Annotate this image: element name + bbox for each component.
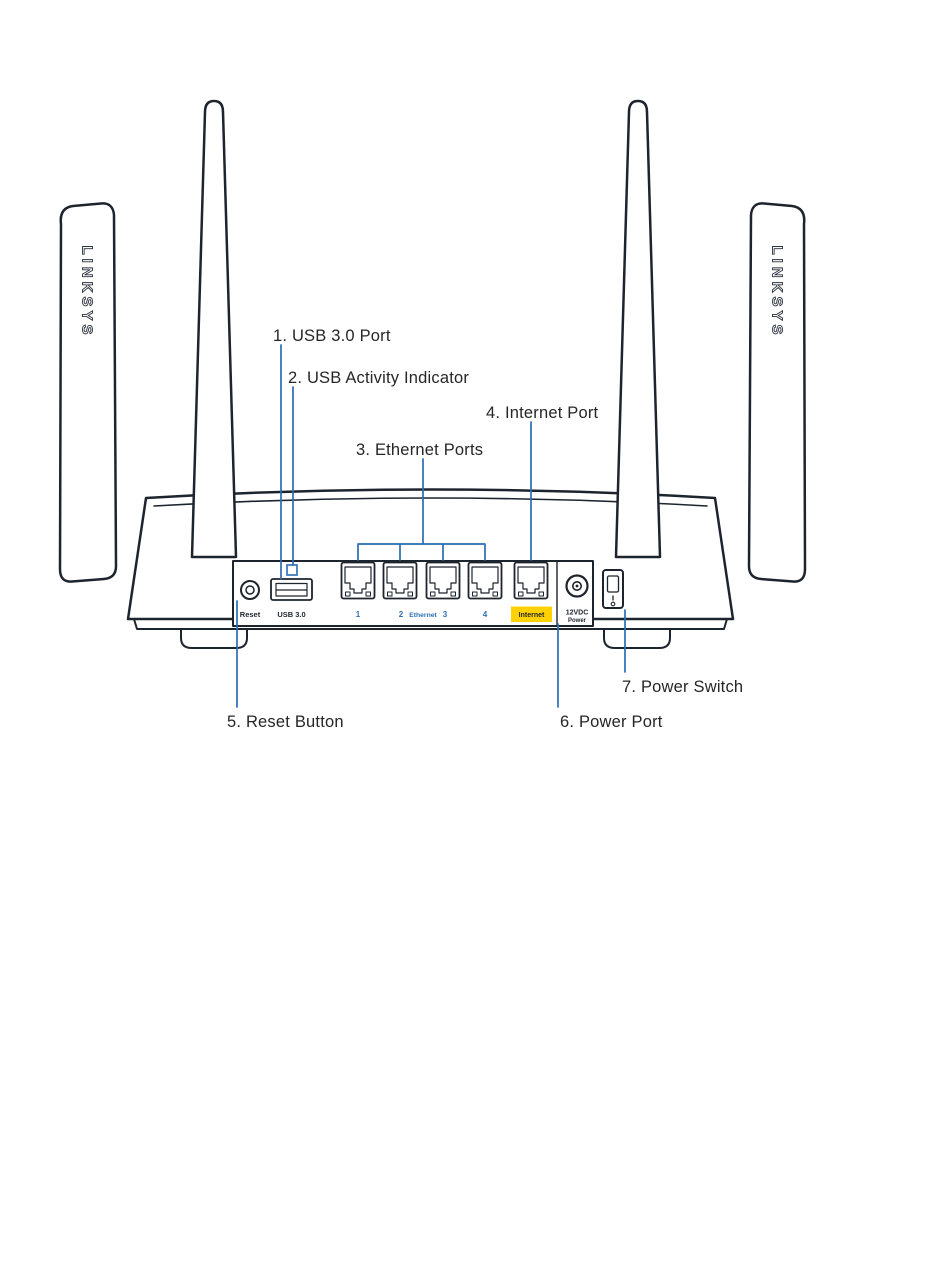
power-voltage-label: 12VDC [566,610,589,617]
ethernet-word-label: Ethernet [409,612,437,619]
internet-label-band [511,606,552,622]
antenna-right-outer: LINKSYS [747,202,807,583]
port-panel: Reset USB 3.0 1 2 Ethernet 3 4 [232,560,594,627]
antenna-left-inner [190,99,238,559]
callout-usb-port: 1. USB 3.0 Port [273,327,391,345]
usb-label: USB 3.0 [277,610,305,619]
ethernet-port-2 [382,561,418,600]
ethernet-ports: 1 2 Ethernet 3 4 [340,561,503,619]
router-foot-left [180,628,248,649]
ethernet-port-4 [467,561,503,600]
linksys-logo-right: LINKSYS [769,245,786,338]
callout-power-port: 6. Power Port [560,713,663,731]
antenna-right-inner [614,99,662,559]
callout-leader-lines [236,344,626,708]
router-foot-right [603,628,671,649]
internet-label: Internet [519,612,545,619]
eth-2-label: 2 [399,610,404,619]
reset-button: Reset [240,580,261,619]
eth-3-label: 3 [443,610,448,619]
callout-internet-port: 4. Internet Port [486,404,599,422]
power-switch [602,569,624,609]
callout-ethernet-ports: 3. Ethernet Ports [356,441,484,459]
router-base-lip [133,618,728,630]
callout-usb-activity-indicator: 2. USB Activity Indicator [288,369,470,387]
usb-activity-indicator [286,564,298,576]
eth-1-label: 1 [356,610,361,619]
reset-label: Reset [240,610,261,619]
callout-power-switch: 7. Power Switch [622,678,744,696]
power-port: 12VDC Power [565,574,589,624]
usb-3-port: USB 3.0 [270,578,313,619]
power-word-label: Power [568,618,587,624]
eth-4-label: 4 [483,610,488,619]
callout-reset-button: 5. Reset Button [227,713,344,731]
internet-port: Internet [511,561,552,622]
leader-ethernet-ports [357,458,486,561]
ethernet-port-3 [425,561,461,600]
linksys-logo-left: LINKSYS [79,245,96,338]
ethernet-port-1 [340,561,376,600]
antenna-left-outer: LINKSYS [58,202,118,583]
